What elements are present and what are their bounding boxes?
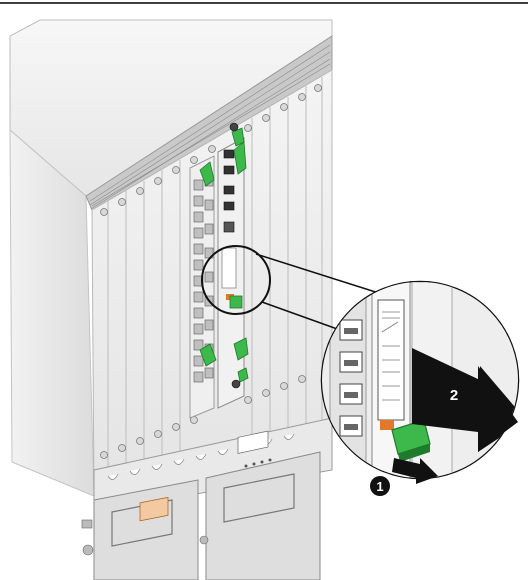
ejector-levers (199, 127, 249, 383)
step-1-marker: 1 (370, 476, 390, 496)
callout-connector-top (255, 253, 389, 297)
step2-arrow-tip (478, 366, 518, 452)
chassis (9, 19, 333, 580)
card-green-lever (229, 295, 243, 309)
psu-rear-ports (81, 519, 209, 556)
management-card (217, 137, 245, 409)
psu-warning-label-left (139, 496, 169, 522)
psu-right (205, 451, 321, 580)
callout-detail (320, 280, 520, 480)
vent-texture (89, 44, 331, 210)
callout-orange-tab (380, 420, 394, 430)
psu-leds (244, 458, 272, 468)
card-label-plate (221, 247, 237, 289)
callout-label-lines (381, 311, 400, 401)
callout-port-pins (344, 328, 358, 430)
step1-arrow (392, 458, 438, 484)
step-2-number: 2 (450, 387, 458, 404)
card-screws (229, 122, 241, 389)
step-1-number: 1 (376, 479, 383, 494)
zoom-source-circle (201, 245, 271, 315)
psu-warning-label-right (237, 430, 269, 454)
mgmt-ports (223, 149, 235, 233)
slot-screws-top (100, 84, 322, 216)
slot-screws-bottom (100, 375, 306, 459)
callout-connector-bottom (261, 301, 341, 331)
